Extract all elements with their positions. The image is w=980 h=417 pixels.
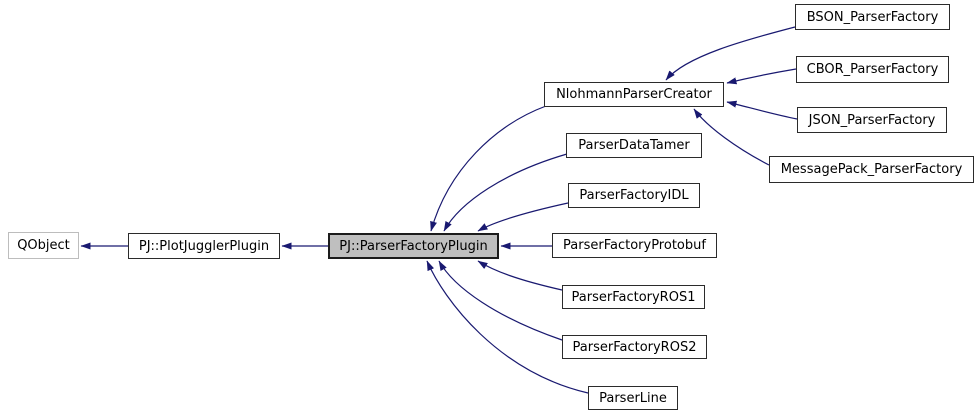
class-node-parser-line[interactable]: ParserLine <box>588 386 678 410</box>
class-node-qobject[interactable]: QObject <box>8 232 79 259</box>
class-node-cbor-parser-factory[interactable]: CBOR_ParserFactory <box>796 56 949 83</box>
class-node-plotjuggler-plugin-label: PJ::PlotJugglerPlugin <box>138 238 270 254</box>
class-node-bson-parser-factory-label: BSON_ParserFactory <box>806 9 939 25</box>
class-node-messagepack-parser-factory-label: MessagePack_ParserFactory <box>780 162 963 177</box>
class-node-parser-data-tamer[interactable]: ParserDataTamer <box>566 133 702 158</box>
edge-jsonparserfactory-to-nlohmannparsercreator <box>726 100 798 120</box>
edge-bsonparserfactory-to-nlohmannparsercreator <box>665 26 796 81</box>
class-node-parser-factory-protobuf-label: ParserFactoryProtobuf <box>563 238 706 253</box>
class-node-parser-factory-ros2-label: ParserFactoryROS2 <box>572 339 697 355</box>
class-node-nlohmann-parser-creator[interactable]: NlohmannParserCreator <box>544 82 724 107</box>
class-node-qobject-label: QObject <box>17 238 70 253</box>
class-node-parser-factory-plugin: PJ::ParserFactoryPlugin <box>328 233 499 259</box>
class-node-parser-factory-idl-label: ParserFactoryIDL <box>579 188 689 203</box>
edge-cborparserfactory-to-nlohmannparsercreator <box>726 68 797 85</box>
edge-parserdatatamer-to-parserfactoryplugin <box>443 153 568 232</box>
class-node-parser-factory-plugin-label: PJ::ParserFactoryPlugin <box>339 238 488 254</box>
class-node-parser-factory-ros1-label: ParserFactoryROS1 <box>571 289 696 305</box>
class-node-parser-factory-ros1[interactable]: ParserFactoryROS1 <box>562 285 705 309</box>
class-node-parser-factory-idl[interactable]: ParserFactoryIDL <box>568 183 700 208</box>
class-node-cbor-parser-factory-label: CBOR_ParserFactory <box>806 62 939 77</box>
edge-parserfactoryros1-to-parserfactoryplugin <box>477 260 563 291</box>
class-node-parser-line-label: ParserLine <box>599 390 667 406</box>
edge-nlohmannparsercreator-to-parserfactoryplugin <box>430 105 547 232</box>
class-node-json-parser-factory-label: JSON_ParserFactory <box>808 112 936 128</box>
edge-messagepackparserfactory-to-nlohmannparsercreator <box>693 108 770 166</box>
class-node-messagepack-parser-factory[interactable]: MessagePack_ParserFactory <box>769 156 974 183</box>
edge-parserline-to-parserfactoryplugin <box>426 260 589 394</box>
class-node-plotjuggler-plugin[interactable]: PJ::PlotJugglerPlugin <box>128 233 280 259</box>
class-node-bson-parser-factory[interactable]: BSON_ParserFactory <box>795 4 950 30</box>
class-node-nlohmann-parser-creator-label: NlohmannParserCreator <box>556 87 712 102</box>
edge-parserfactoryros2-to-parserfactoryplugin <box>438 260 563 341</box>
edge-parserfactoryidl-to-parserfactoryplugin <box>477 202 569 232</box>
class-node-parser-factory-protobuf[interactable]: ParserFactoryProtobuf <box>552 233 717 258</box>
class-node-parser-data-tamer-label: ParserDataTamer <box>578 138 690 153</box>
class-node-parser-factory-ros2[interactable]: ParserFactoryROS2 <box>562 335 707 359</box>
class-node-json-parser-factory[interactable]: JSON_ParserFactory <box>797 107 947 133</box>
